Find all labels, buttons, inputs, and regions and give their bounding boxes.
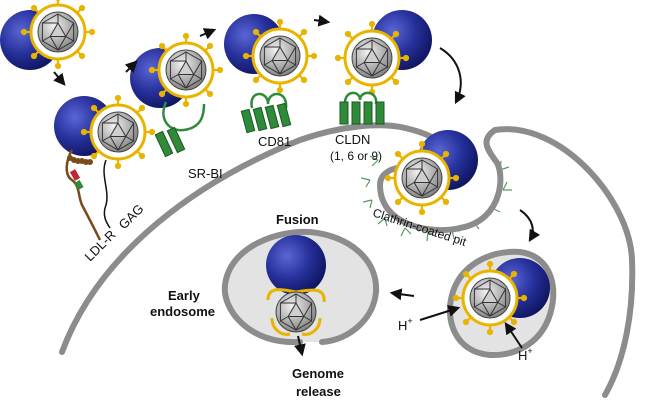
srbi-label: SR-BI (188, 166, 223, 181)
ldlr-label: LDL-R (82, 227, 119, 264)
arrow-genome-release (294, 335, 306, 357)
virion-3 (244, 20, 316, 92)
cldn-label: CLDN (335, 132, 370, 147)
virion-7 (454, 262, 526, 334)
arrow-step-5 (439, 47, 466, 105)
srbi-receptor (154, 101, 206, 158)
early-endosome-label-2: endosome (150, 304, 215, 319)
arrow-step-4 (313, 14, 331, 27)
arrow-step-7 (389, 288, 415, 301)
cd81-label: CD81 (258, 134, 291, 149)
fusing-capsid (266, 288, 326, 336)
arrow-step-6 (519, 209, 541, 243)
fusion-label: Fusion (276, 212, 319, 227)
genome-label-2: release (296, 384, 341, 399)
gag-label: GAG (116, 201, 147, 232)
arrow-step-1 (53, 71, 66, 86)
virion-5 (82, 96, 154, 168)
arrow-step-2 (124, 60, 138, 74)
proton-label-2: H+ (518, 346, 533, 363)
gag-chain (103, 159, 111, 229)
virion-1 (22, 0, 94, 68)
clathrin-coated-pit (360, 127, 512, 242)
ldlr-receptor (65, 149, 102, 241)
arrow-proton-2 (504, 322, 523, 349)
virion-2 (150, 34, 222, 106)
cldn-sub-label: (1, 6 or 9) (330, 149, 382, 163)
virion-6 (386, 142, 458, 214)
cell-membrane-right (492, 126, 636, 398)
proton-label-1: H+ (398, 316, 413, 333)
genome-label-1: Genome (292, 366, 344, 381)
virion-4 (336, 22, 408, 94)
cd81-receptor (240, 92, 292, 134)
cell-membrane (59, 122, 454, 355)
arrow-step-3 (199, 28, 217, 40)
arrow-proton-1 (419, 305, 461, 321)
early-endosome-label-1: Early (168, 288, 201, 303)
lipoprotein-8 (266, 235, 326, 295)
cldn-receptor (339, 91, 385, 125)
